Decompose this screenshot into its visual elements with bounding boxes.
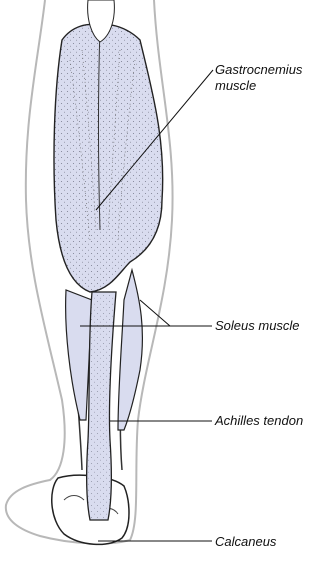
achilles-label: Achilles tendon (215, 413, 303, 428)
soleus-leader-line (140, 300, 170, 326)
calcaneus-label: Calcaneus (215, 534, 276, 549)
soleus-label: Soleus muscle (215, 318, 300, 333)
gastrocnemius-label: Gastrocnemius (215, 62, 302, 77)
gastrocnemius-label-line2: muscle (215, 78, 256, 93)
